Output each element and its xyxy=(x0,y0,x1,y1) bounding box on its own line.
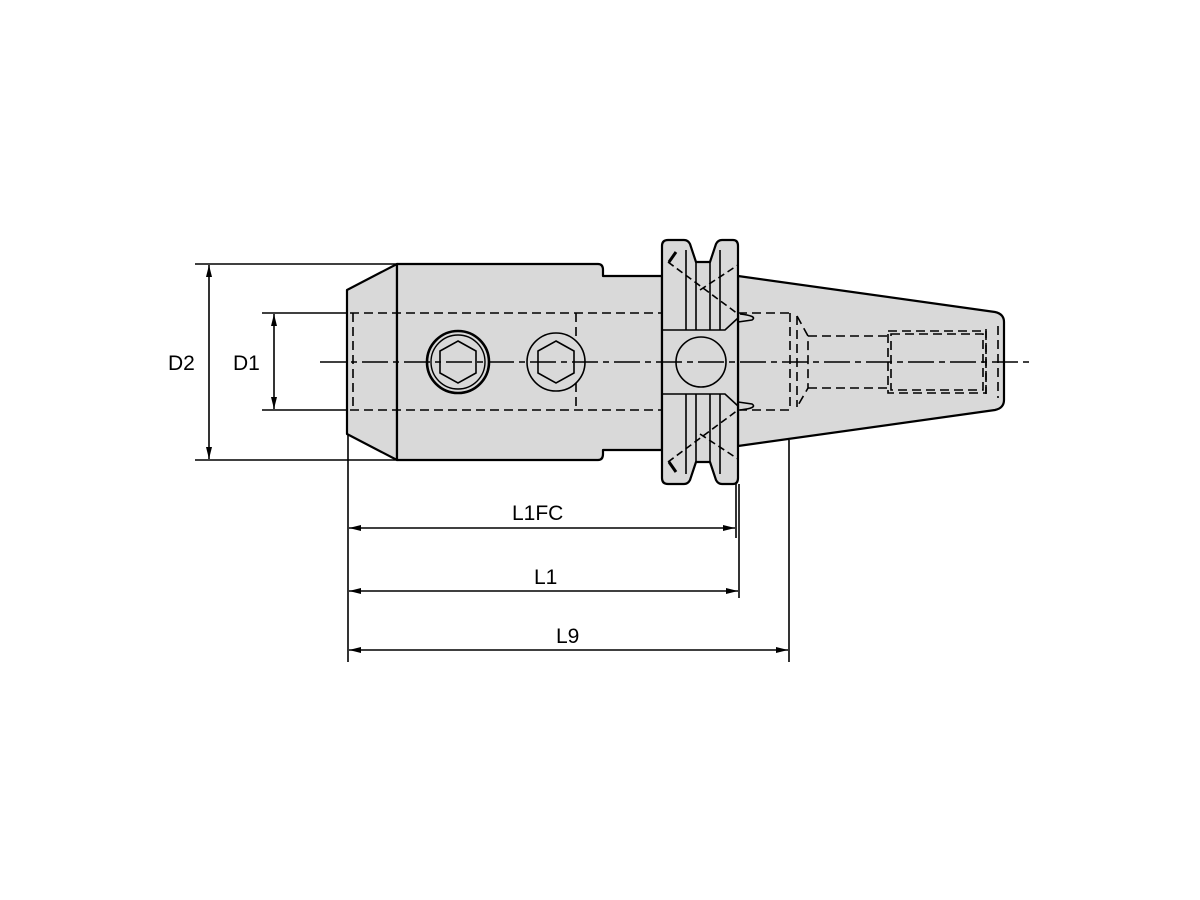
label-l1fc: L1FC xyxy=(512,502,563,525)
extension-lines xyxy=(195,263,790,662)
flange-details xyxy=(662,250,755,474)
label-l9: L9 xyxy=(556,625,579,648)
taper-shank xyxy=(736,274,1006,448)
dimension-lines xyxy=(206,265,788,653)
label-d2: D2 xyxy=(168,352,195,375)
label-d1: D1 xyxy=(233,352,260,375)
label-l1: L1 xyxy=(534,566,557,589)
